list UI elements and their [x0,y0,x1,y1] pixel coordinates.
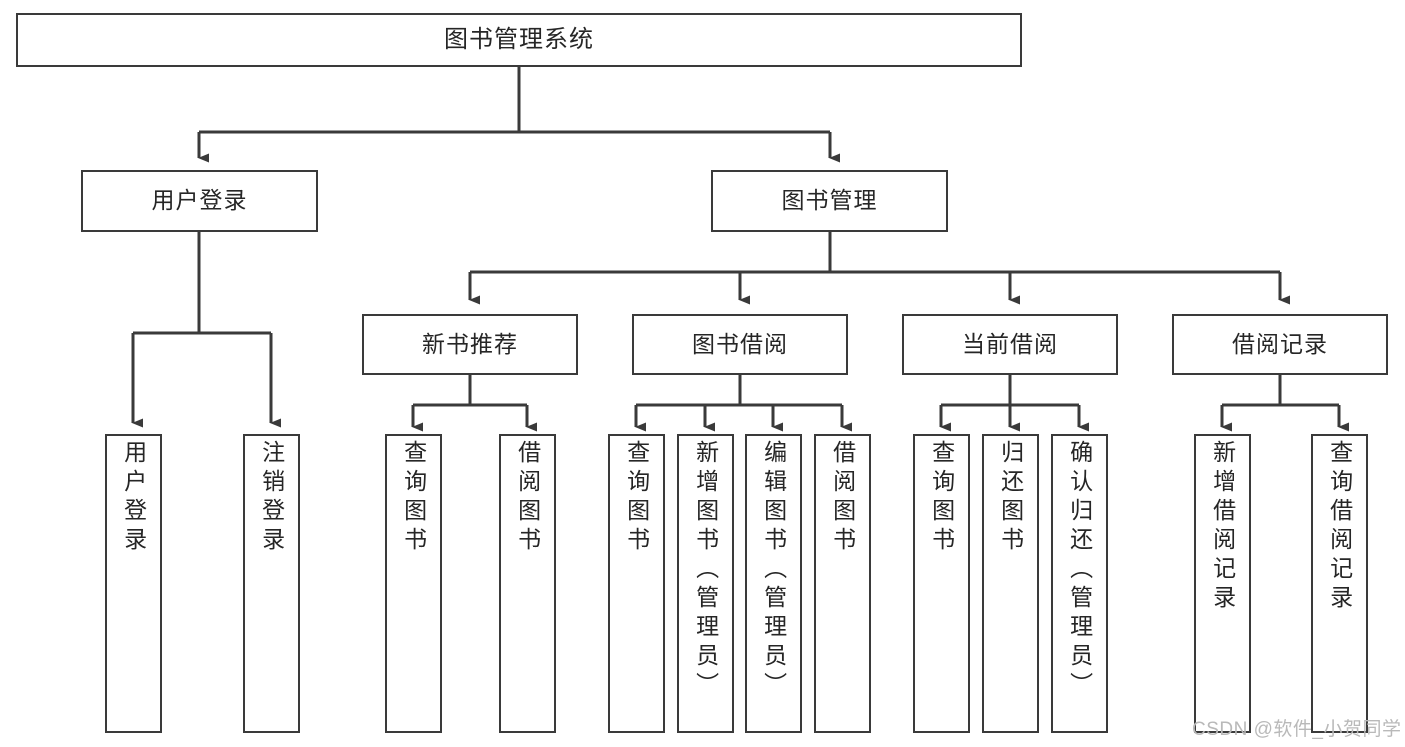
node-label: 查询图书 [400,440,427,556]
leaf-return-book[interactable]: 归还图书 [982,434,1039,733]
node-label: 用户登录 [151,187,248,214]
node-label: 当前借阅 [962,330,1058,357]
node-label: 新增图书（管理员） [692,440,719,701]
leaf-query-book-current[interactable]: 查询图书 [913,434,970,733]
node-label: 借阅图书 [829,440,856,556]
node-label: 查询图书 [928,440,955,556]
node-label: 新书推荐 [422,330,518,357]
node-label: 借阅记录 [1232,330,1328,357]
leaf-query-book-recommend[interactable]: 查询图书 [385,434,442,733]
node-label: 注销登录 [258,440,285,556]
leaf-add-book-admin[interactable]: 新增图书（管理员） [677,434,734,733]
node-label: 确认归还（管理员） [1066,440,1093,701]
leaf-logout[interactable]: 注销登录 [243,434,300,733]
node-label: 查询图书 [623,440,650,556]
node-label: 图书管理 [781,187,878,214]
node-label: 查询借阅记录 [1326,440,1353,614]
node-book-manage[interactable]: 图书管理 [711,170,948,232]
leaf-query-borrow-record[interactable]: 查询借阅记录 [1311,434,1368,733]
node-label: 借阅图书 [514,440,541,556]
node-user-login[interactable]: 用户登录 [81,170,318,232]
leaf-borrow-book-recommend[interactable]: 借阅图书 [499,434,556,733]
node-borrow-record[interactable]: 借阅记录 [1172,314,1388,375]
node-label: 归还图书 [997,440,1024,556]
node-book-borrow[interactable]: 图书借阅 [632,314,848,375]
leaf-add-borrow-record[interactable]: 新增借阅记录 [1194,434,1251,733]
leaf-user-login[interactable]: 用户登录 [105,434,162,733]
leaf-query-book-borrow[interactable]: 查询图书 [608,434,665,733]
csdn-watermark: CSDN @软件_小贺同学 [1192,719,1402,740]
leaf-edit-book-admin[interactable]: 编辑图书（管理员） [745,434,802,733]
node-label: 用户登录 [120,440,147,556]
leaf-confirm-return-admin[interactable]: 确认归还（管理员） [1051,434,1108,733]
leaf-borrow-book[interactable]: 借阅图书 [814,434,871,733]
node-label: 图书借阅 [692,330,788,357]
node-root-system[interactable]: 图书管理系统 [16,13,1022,67]
node-current-borrow[interactable]: 当前借阅 [902,314,1118,375]
node-label: 新增借阅记录 [1209,440,1236,614]
node-label: 编辑图书（管理员） [760,440,787,701]
node-label: 图书管理系统 [444,25,594,53]
node-new-book-recommend[interactable]: 新书推荐 [362,314,578,375]
